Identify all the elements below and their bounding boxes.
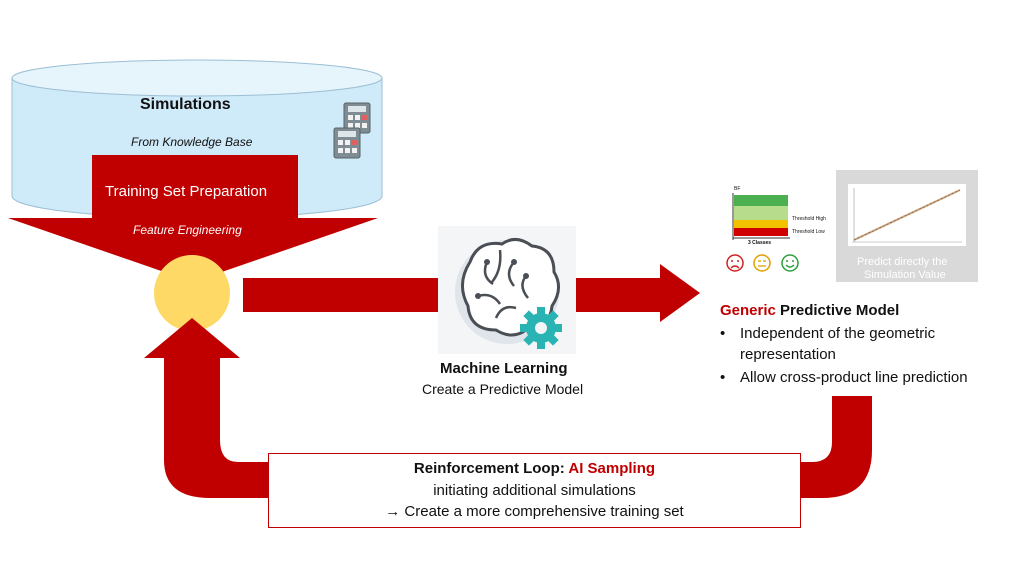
ml-subtitle: Create a Predictive Model: [422, 381, 584, 397]
funnel-title: Training Set Preparation: [105, 183, 268, 200]
classes-chart: [732, 193, 790, 240]
ml-title: Machine Learning: [440, 360, 568, 377]
bullet-text: Allow cross-product line prediction: [740, 369, 968, 386]
bullet-text: Independent of the geometric: [740, 325, 936, 342]
database-title: Simulations: [140, 96, 231, 113]
model-title: Generic Predictive Model: [720, 302, 899, 319]
model-bullet-2: • Allow cross-product line prediction: [720, 369, 968, 386]
loop-line2: initiating additional simulations: [433, 482, 636, 499]
loop-title-prefix: Reinforcement Loop:: [413, 460, 569, 477]
hub-circle: [154, 255, 230, 331]
chart-axis-label: BF: [734, 186, 741, 192]
predict-caption-line2: Simulation Value: [864, 269, 946, 281]
reinforcement-loop-box: Reinforcement Loop: AI Sampling initiati…: [268, 453, 801, 528]
funnel-arrow: [8, 155, 378, 282]
loop-line3: → Create a more comprehensive training s…: [385, 503, 684, 520]
database-subtitle: From Knowledge Base: [131, 135, 253, 149]
funnel-subtitle: Feature Engineering: [133, 223, 242, 237]
loop-back-arrow: [144, 318, 270, 498]
bullet-dot: •: [720, 325, 726, 342]
arrow-to-model: [576, 264, 700, 322]
model-bullet-1: • Independent of the geometric: [720, 325, 935, 342]
chart-threshold-high: Threshold High: [792, 216, 826, 222]
happy-face-icon: [781, 254, 799, 272]
model-title-rest: Predictive Model: [775, 302, 900, 319]
neutral-face-icon: [753, 254, 771, 272]
scatter-plot-thumbnail: [848, 184, 966, 246]
model-bullet-1-cont: representation: [740, 346, 836, 363]
calculator-icon: [333, 127, 361, 159]
bullet-dot: •: [720, 369, 726, 386]
return-loop-arrow: [800, 396, 872, 498]
chart-threshold-low: Threshold Low: [792, 229, 825, 235]
arrow-to-ml: [243, 278, 439, 312]
model-title-highlight: Generic: [720, 302, 776, 319]
loop-title: Reinforcement Loop: AI Sampling: [269, 460, 800, 477]
chart-caption: 3 Classes: [748, 240, 772, 246]
predict-caption-line1: Predict directly the: [857, 256, 948, 268]
loop-title-highlight: AI Sampling: [568, 460, 656, 477]
brain-gear-icon: [455, 238, 562, 349]
sad-face-icon: [726, 254, 744, 272]
